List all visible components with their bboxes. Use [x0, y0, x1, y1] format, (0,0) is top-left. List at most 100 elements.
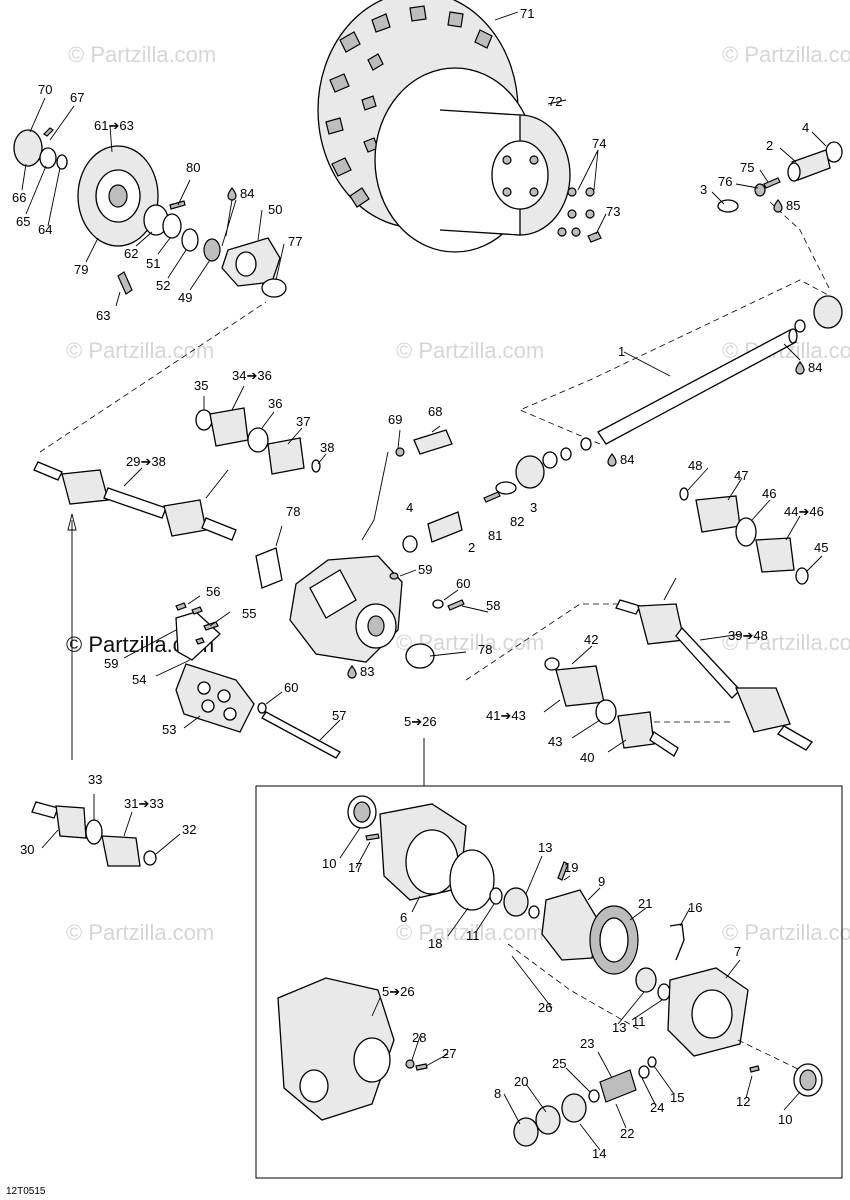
plate-hole: [197, 681, 211, 695]
callout-23: 23: [580, 1036, 594, 1051]
oil-drop-icons: [227, 187, 805, 679]
knuckle-bushing: [261, 278, 287, 298]
nut: [39, 147, 57, 169]
callout-56: 56: [206, 584, 220, 599]
bearing-13: [503, 887, 529, 917]
nut-59: [389, 572, 399, 580]
propshaft: [597, 329, 797, 445]
breather-68: [413, 429, 453, 455]
clamp-35: [195, 409, 213, 431]
callout-65: 65: [16, 214, 30, 229]
bearing-20: [535, 1105, 561, 1135]
watermark: © Partzilla.com: [66, 338, 214, 363]
seal-10b-inner: [799, 1069, 817, 1091]
housing-rib: [309, 569, 357, 619]
plug-27: [415, 1063, 428, 1071]
callout-32: 32: [182, 822, 196, 837]
fitting-69: [395, 447, 405, 457]
clamp-3: [717, 199, 739, 213]
boot-lower: [515, 455, 545, 489]
callout-43: 43: [548, 734, 562, 749]
shaft-end: [788, 328, 798, 344]
callout-12: 12: [736, 1094, 750, 1109]
bolt-76: [763, 177, 781, 189]
long-bolt-57: [261, 711, 341, 759]
fasteners: [175, 602, 219, 645]
nut-75: [754, 183, 766, 197]
callout-33: 33: [88, 772, 102, 787]
callout-49: 49: [178, 290, 192, 305]
housing-bore: [367, 615, 385, 637]
callout-39-48: 39➔48: [728, 628, 768, 643]
callout-71: 71: [520, 6, 534, 21]
washer-60b: [257, 702, 267, 714]
callout-60-left: 60: [284, 680, 298, 695]
joint-30: [55, 805, 87, 839]
seal-10-inner: [353, 801, 371, 823]
seal-78b: [405, 643, 435, 669]
ring: [542, 451, 558, 469]
callout-80: 80: [186, 160, 200, 175]
boot-44: [755, 537, 795, 573]
axle-shaft: [103, 487, 167, 519]
pinion-22: [599, 1069, 637, 1103]
callout-34-36: 34➔36: [232, 368, 272, 383]
callout-59-center: 59: [418, 562, 432, 577]
callout-15: 15: [670, 1090, 684, 1105]
callout-13-bottom: 13: [612, 1020, 626, 1035]
callout-21: 21: [638, 896, 652, 911]
callout-75: 75: [740, 160, 754, 175]
boot: [813, 295, 843, 329]
rim-bolt-hole: [529, 187, 539, 197]
snap-ring: [181, 228, 199, 252]
shim-11b: [657, 983, 671, 1001]
rim-hub: [491, 140, 549, 210]
callout-85: 85: [786, 198, 800, 213]
callout-1: 1: [618, 344, 625, 359]
bolt-82: [483, 491, 501, 503]
callout-4-top: 4: [802, 120, 809, 135]
callout-20: 20: [514, 1074, 528, 1089]
callout-17: 17: [348, 860, 362, 875]
joint-47: [695, 495, 741, 533]
clamp-42: [544, 657, 560, 671]
cotter-pin: [43, 127, 54, 137]
bolt-19: [557, 861, 569, 881]
callout-29-38: 29➔38: [126, 454, 166, 469]
dust-cap-4b: [402, 535, 418, 553]
propshaft-assembly: [402, 201, 843, 553]
cv-boot-outer: [61, 469, 109, 505]
bearing-49: [203, 238, 221, 262]
screw-12: [749, 1065, 760, 1073]
callout-44-46: 44➔46: [784, 504, 824, 519]
callout-11-top: 11: [466, 928, 480, 943]
diff-assembled-output: [353, 1037, 391, 1083]
callout-25: 25: [552, 1056, 566, 1071]
callout-9: 9: [598, 874, 605, 889]
callout-3-top: 3: [700, 182, 707, 197]
callout-40: 40: [580, 750, 594, 765]
ring-15: [647, 1056, 657, 1068]
rim-bolt-hole: [502, 187, 512, 197]
callout-38: 38: [320, 440, 334, 455]
vent-tube-16: [669, 923, 685, 961]
oil-drop-icon: [607, 453, 617, 467]
callout-14: 14: [592, 1146, 606, 1161]
washer-60: [432, 599, 444, 609]
axle-r-spline: [615, 599, 641, 615]
callout-11-bottom: 11: [632, 1014, 646, 1029]
washer: [56, 154, 68, 170]
watermark: © Partzilla.com: [68, 42, 216, 67]
axle-stub: [31, 801, 59, 819]
callout-2-mid: 2: [468, 540, 475, 555]
callout-10-top: 10: [322, 856, 336, 871]
callout-79: 79: [74, 262, 88, 277]
watermarks: © Partzilla.com © Partzilla.com © Partzi…: [66, 42, 850, 945]
wheel-bearing: [13, 129, 43, 167]
axle-r-end: [777, 725, 813, 751]
clamp-43: [595, 699, 617, 725]
callout-24: 24: [650, 1100, 664, 1115]
callout-74: 74: [592, 136, 606, 151]
plate-hole: [223, 707, 237, 721]
coupler-end: [787, 162, 801, 182]
